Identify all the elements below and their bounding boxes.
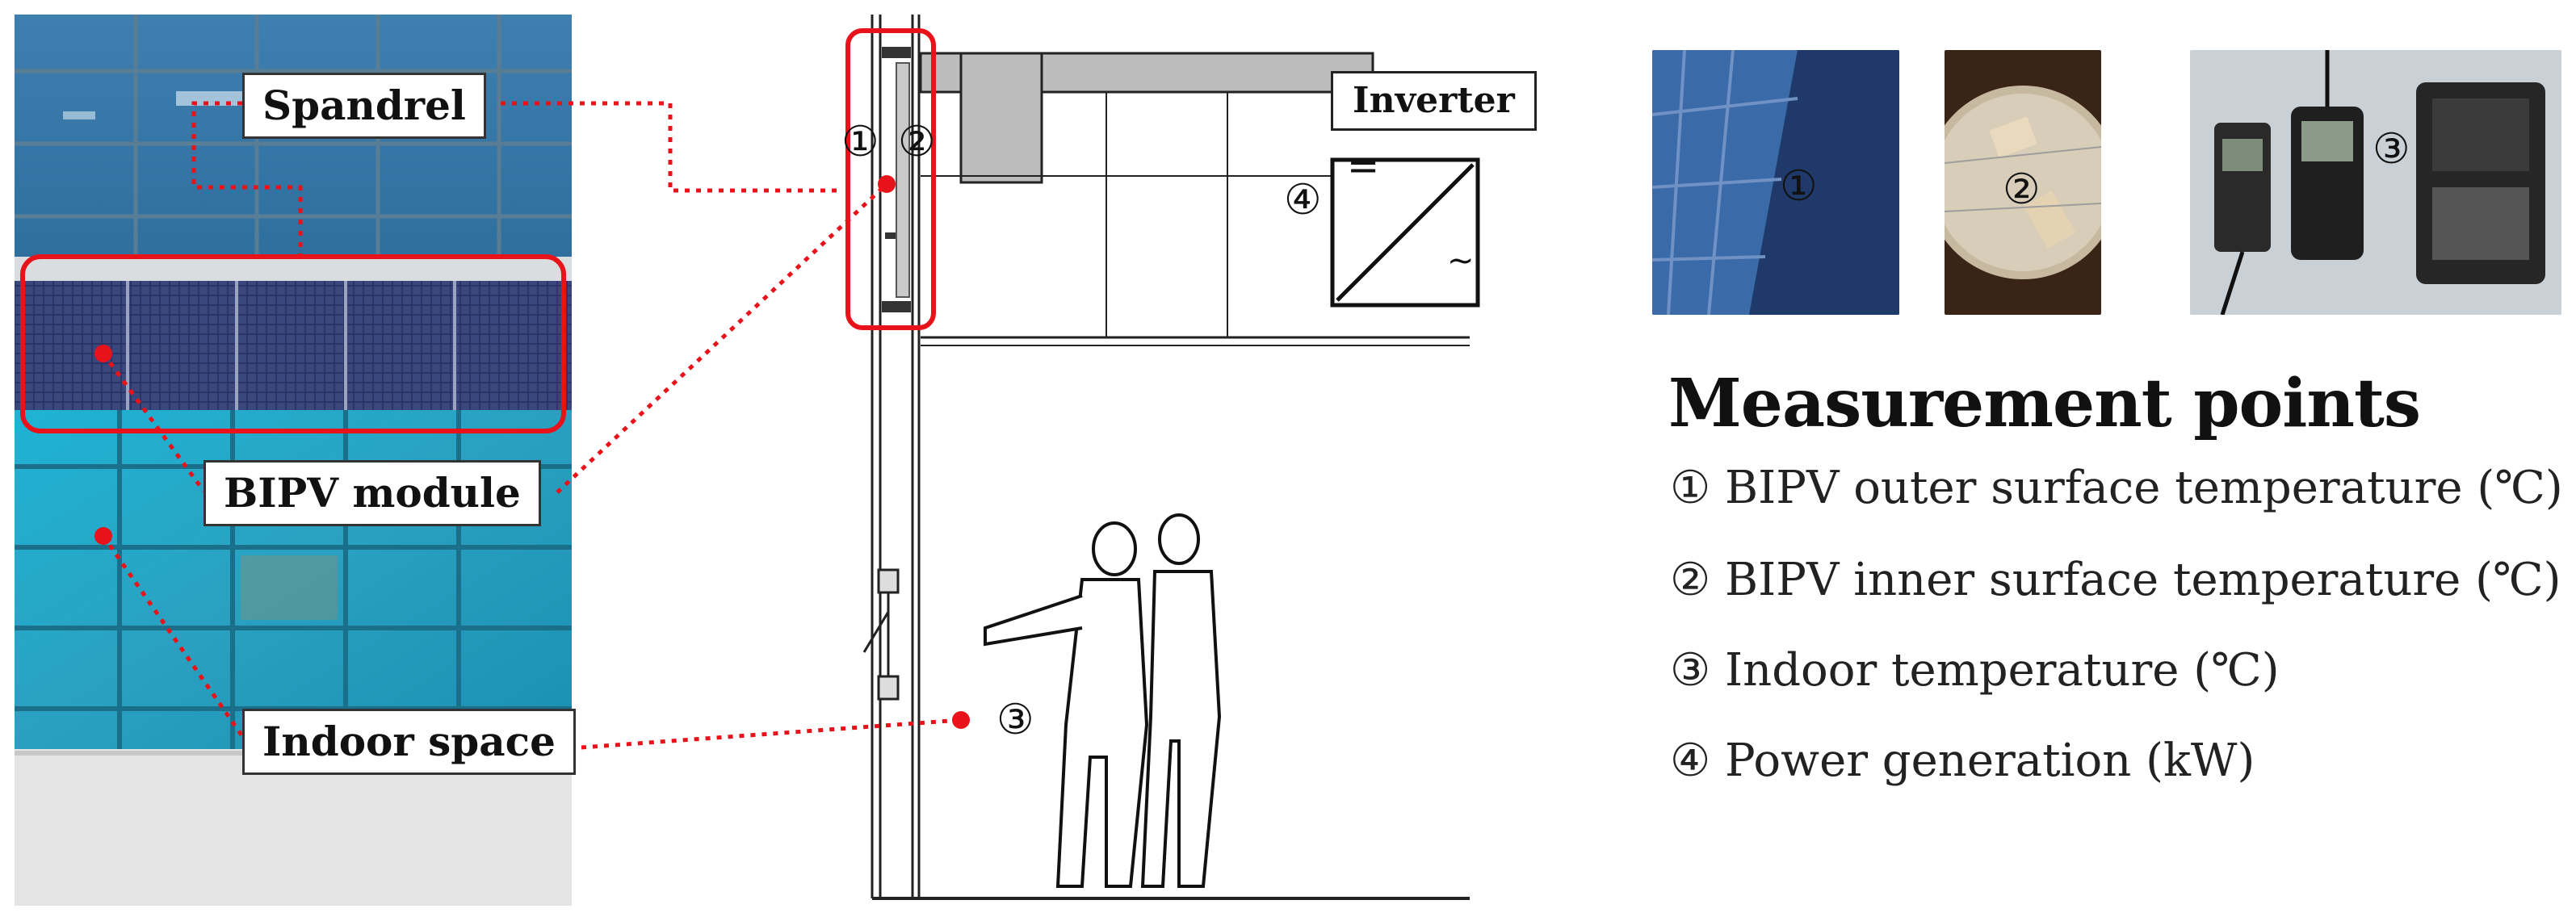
section-drawing bbox=[840, 15, 1793, 911]
indoor-photo-dot bbox=[94, 527, 112, 545]
spandrel-label: Spandrel bbox=[242, 73, 486, 139]
measurement-item: ④ Power generation (kW) bbox=[1670, 735, 2255, 787]
indoor-space-label: Indoor space bbox=[242, 709, 576, 775]
bipv-highlight-box bbox=[20, 254, 566, 433]
thumb-indoor-logger-image: ③ bbox=[2190, 50, 2561, 315]
bipv-drawing-dot bbox=[878, 175, 896, 193]
thumb2-marker: ② bbox=[2003, 165, 2041, 214]
thumb-outer-surface-image: ① bbox=[1652, 50, 1899, 315]
indoor-photo-connector bbox=[101, 534, 245, 738]
wall-highlight-box bbox=[845, 28, 936, 330]
marker-4: ④ bbox=[1284, 176, 1322, 224]
inverter-dc-symbol: = bbox=[1347, 144, 1380, 189]
thumb-indoor-logger: ③ bbox=[2190, 50, 2561, 315]
marker-2: ② bbox=[898, 118, 936, 166]
people-figure bbox=[984, 513, 1222, 888]
inverter-ac-symbol: ~ bbox=[1447, 242, 1475, 279]
thumb-outer-surface: ① bbox=[1652, 50, 1899, 315]
spandrel-connector bbox=[501, 101, 840, 193]
bipv-photo-dot bbox=[94, 345, 112, 362]
bipv-module-label: BIPV module bbox=[203, 460, 541, 526]
measurement-item: ② BIPV inner surface temperature (℃) bbox=[1670, 554, 2561, 606]
thumb3-marker: ③ bbox=[2373, 125, 2410, 174]
thumb-inner-surface-image: ② bbox=[1945, 50, 2101, 315]
inverter-label: Inverter bbox=[1331, 71, 1537, 131]
indoor-drawing-dot bbox=[952, 711, 970, 729]
indoor-drawing-connector bbox=[581, 718, 962, 750]
measurement-title: Measurement points bbox=[1668, 365, 2421, 442]
thumb-inner-surface: ② bbox=[1945, 50, 2101, 315]
bipv-drawing-connector bbox=[556, 182, 888, 494]
section-svg bbox=[845, 15, 1480, 900]
spandrel-photo-connector bbox=[191, 101, 303, 258]
thumb1-marker: ① bbox=[1780, 162, 1818, 211]
marker-1: ① bbox=[841, 118, 879, 166]
bipv-photo-connector bbox=[101, 352, 206, 492]
measurement-item: ① BIPV outer surface temperature (℃) bbox=[1670, 462, 2563, 514]
measurement-item: ③ Indoor temperature (℃) bbox=[1670, 644, 2280, 697]
marker-3: ③ bbox=[996, 696, 1034, 744]
